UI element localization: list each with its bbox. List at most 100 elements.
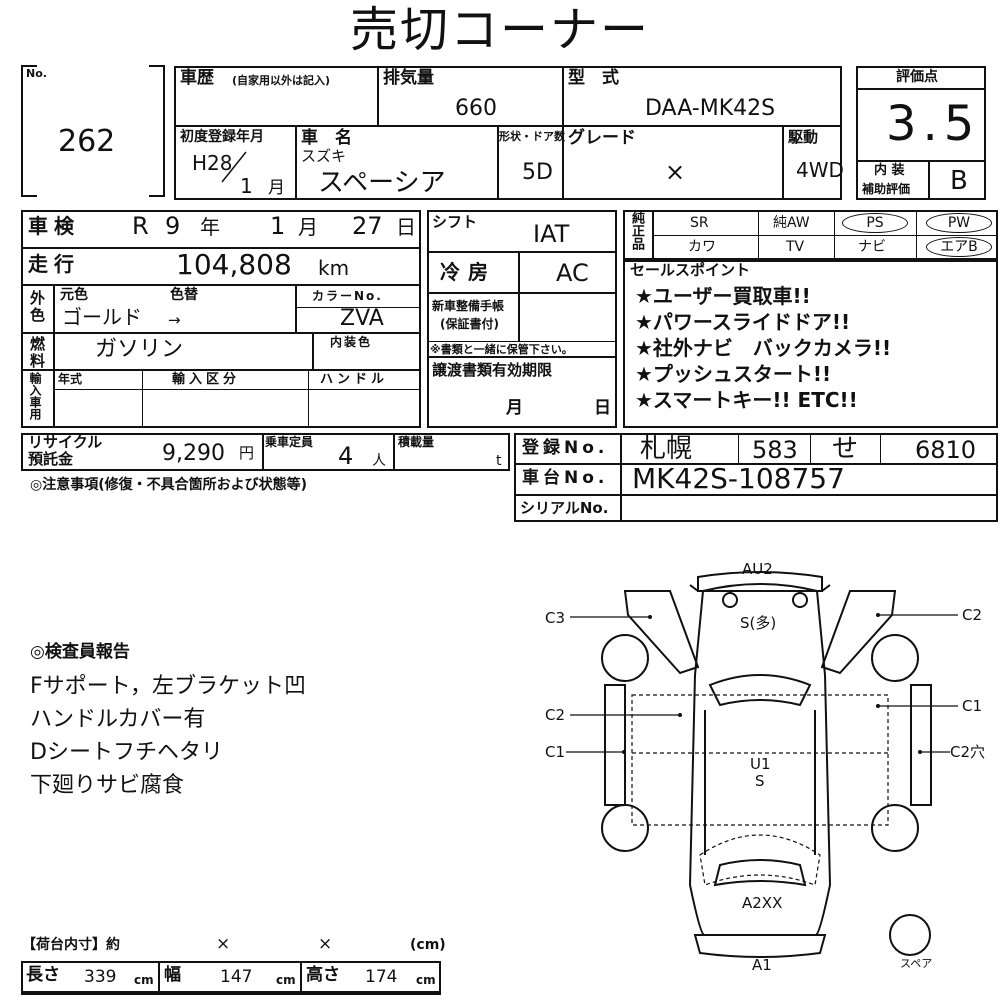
capacity-value: 4 — [338, 442, 354, 470]
import-side-label: 輸入車用 — [28, 372, 42, 420]
car-diagram — [566, 571, 958, 958]
color-change-label: 色替 — [170, 287, 198, 303]
shaken-month: 1 — [270, 212, 286, 240]
orig-color-label: 元色 — [60, 287, 88, 303]
sales-points-label: セールスポイント — [630, 261, 751, 279]
caution-label: ◎注意事項(修復・不具合箇所および状態等) — [30, 477, 308, 493]
model-label: 型 式 — [568, 68, 619, 88]
spec-table — [21, 210, 421, 428]
vehicle-header-table — [174, 66, 842, 200]
car-name-value: スペーシア — [318, 168, 446, 198]
diag-u1: U1 — [750, 755, 771, 773]
first-reg-month: 1 — [240, 174, 253, 198]
cargo-label: 【荷台内寸】約 — [22, 937, 120, 953]
serial-label: シリアルNo. — [520, 499, 609, 517]
diag-s: S — [755, 772, 765, 790]
diag-c1-r: C1 — [962, 697, 983, 715]
genuine-leather: カワ — [688, 239, 716, 255]
diag-c2-hole: C2穴 — [950, 743, 986, 761]
shaken-label: 車検 — [28, 214, 80, 238]
registration-label: 登録No. — [522, 438, 609, 458]
diag-au2: AU2 — [742, 560, 773, 578]
sales-point-1: ★ユーザー買取車!! — [635, 284, 811, 308]
color-code-label: カラーNo. — [312, 289, 383, 303]
cargo-length: 339 — [84, 967, 117, 987]
booklet-label2: (保証書付) — [440, 317, 499, 331]
page-title: 売切コーナー — [350, 2, 651, 58]
genuine-aw: 純AW — [773, 215, 810, 231]
import-type-label: 輸入区分 — [172, 372, 241, 387]
diag-c2-tr: C2 — [962, 606, 983, 624]
shaken-day: 27 — [352, 212, 383, 240]
load-unit: t — [496, 453, 502, 469]
sales-point-2: ★パワースライドドア!! — [635, 310, 851, 334]
handle-label: ハンドル — [320, 372, 389, 387]
color-value: ゴールド — [62, 305, 142, 329]
fuel-side-label: 燃料 — [28, 336, 46, 370]
recycle-label1: リサイクル — [28, 433, 103, 451]
mileage-label: 走行 — [28, 252, 80, 276]
lot-label: No. — [26, 67, 47, 80]
shape-label: 形状・ドア数 — [499, 130, 565, 143]
first-reg-month-unit: 月 — [268, 178, 285, 198]
sales-points-box — [623, 260, 998, 428]
genuine-sr: SR — [690, 215, 709, 231]
transfer-day-unit: 日 — [594, 398, 611, 418]
displacement-label: 排気量 — [383, 68, 434, 88]
genuine-tv: TV — [786, 239, 805, 255]
cargo-height-unit: cm — [416, 973, 436, 987]
slash-divider — [221, 151, 247, 183]
diag-c2-l: C2 — [545, 706, 566, 724]
shaken-month-unit: 月 — [298, 215, 318, 239]
recycle-row — [21, 433, 510, 471]
shaken-era: R — [132, 212, 149, 240]
inspector-line-4: 下廻りサビ腐食 — [30, 773, 185, 798]
interior-grade-label: 内 装 — [874, 163, 905, 178]
registration-number: 6810 — [915, 436, 977, 464]
chassis-label: 車台No. — [522, 468, 609, 488]
sales-point-3: ★社外ナビ バックカメラ!! — [635, 336, 892, 360]
recycle-unit: 円 — [239, 444, 255, 462]
color-code-value: ZVA — [340, 306, 384, 331]
diag-c1-l: C1 — [545, 743, 566, 761]
recycle-label2: 預託金 — [28, 450, 74, 468]
interior-color-label: 内装色 — [330, 335, 373, 349]
interior-grade-label2: 補助評価 — [862, 182, 911, 196]
diag-c3: C3 — [545, 609, 566, 627]
inspector-line-2: ハンドルカバー有 — [30, 707, 206, 732]
cargo-height-label: 高さ — [306, 965, 340, 985]
genuine-ps: PS — [842, 213, 908, 233]
diag-a2xx: A2XX — [742, 894, 783, 912]
recycle-value: 9,290 — [162, 441, 225, 466]
sales-point-4: ★プッシュスタート!! — [635, 362, 832, 386]
history-label: 車歴 — [180, 68, 214, 88]
registration-table — [514, 433, 998, 522]
cargo-length-unit: cm — [134, 973, 154, 987]
import-year-label: 年式 — [58, 372, 83, 386]
drive-value: 4WD — [796, 158, 844, 182]
booklet-label: 新車整備手帳 — [432, 299, 505, 313]
color-arrow: → — [168, 311, 181, 329]
genuine-pw: PW — [926, 213, 992, 233]
load-label: 積載量 — [398, 435, 435, 449]
cargo-length-label: 長さ — [26, 965, 60, 985]
registration-class: 583 — [752, 436, 798, 464]
cargo-unit: (cm) — [410, 937, 446, 953]
diag-s-multi: S(多) — [740, 614, 777, 632]
interior-grade-value: B — [950, 166, 968, 196]
shift-value: IAT — [533, 220, 570, 248]
shaken-year-unit: 年 — [200, 215, 220, 239]
score-box — [856, 66, 986, 200]
car-name-label: 車 名 — [301, 128, 352, 148]
car-body-outline — [688, 583, 832, 936]
shape-value: 5D — [522, 160, 553, 185]
cargo-width-unit: cm — [276, 973, 296, 987]
genuine-airbag: エアB — [926, 237, 992, 257]
grade-label: グレード — [568, 128, 636, 148]
diag-spare: スペア — [900, 957, 933, 970]
fuel-value: ガソリン — [95, 337, 184, 362]
cargo-width-label: 幅 — [164, 965, 181, 985]
capacity-label: 乗車定員 — [265, 435, 314, 449]
inspector-line-3: Dシートフチヘタリ — [30, 740, 223, 765]
capacity-unit: 人 — [372, 453, 386, 469]
